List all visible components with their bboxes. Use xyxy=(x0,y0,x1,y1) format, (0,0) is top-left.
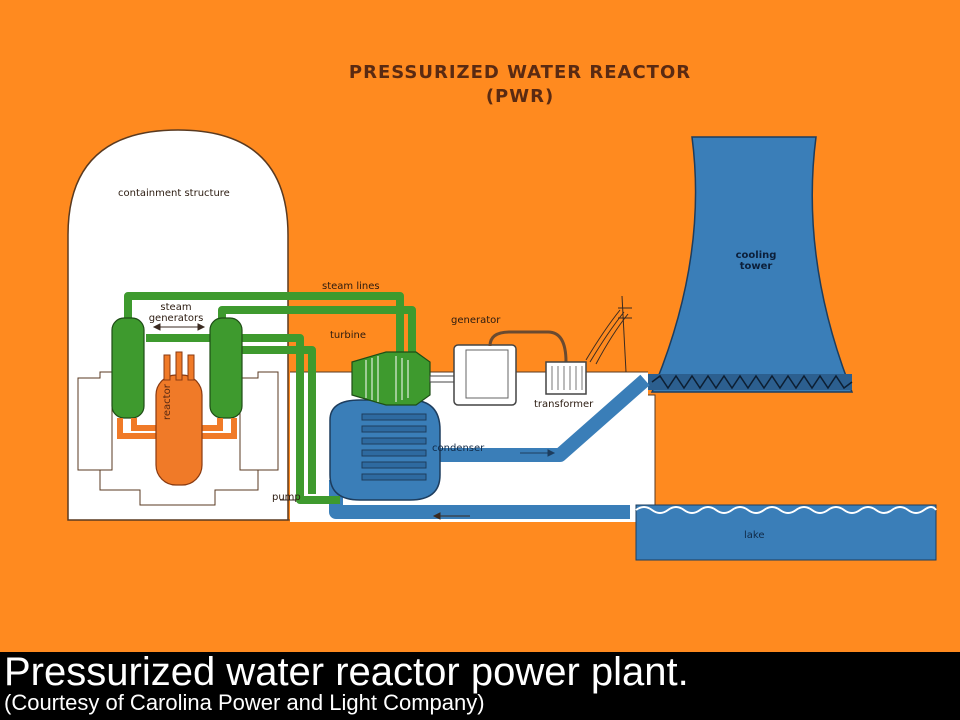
flow-arrows xyxy=(152,323,556,520)
generator-cables xyxy=(488,330,568,363)
turbine-blades xyxy=(365,356,409,402)
label-reactor: reactor xyxy=(162,384,173,420)
primary-pipe-left-2 xyxy=(131,418,158,431)
condenser-tubes xyxy=(361,413,427,481)
reactor-shield-wall xyxy=(77,371,113,471)
steam-generator-right xyxy=(209,317,243,419)
reactor-pit xyxy=(99,470,259,506)
label-cooling-tower: cooling tower xyxy=(735,250,777,272)
cooling-tower-fill-zigzag xyxy=(651,374,853,390)
caption-credit: (Courtesy of Carolina Power and Light Co… xyxy=(4,690,485,715)
label-lake: lake xyxy=(744,530,765,541)
label-steam-generators: steam generators xyxy=(148,302,204,324)
control-rods xyxy=(163,351,195,381)
caption-main: Pressurized water reactor power plant. xyxy=(4,650,689,694)
primary-pipe-right xyxy=(200,418,237,439)
primary-loop xyxy=(117,418,237,439)
lake xyxy=(635,504,937,561)
label-turbine: turbine xyxy=(330,330,366,341)
primary-pipe-left xyxy=(117,418,158,439)
turbine-shaft xyxy=(429,375,455,383)
label-condenser: condenser xyxy=(432,443,485,454)
label-generator: generator xyxy=(451,315,501,326)
cooling-tower xyxy=(650,136,854,393)
diagram-subtitle: (PWR) xyxy=(485,86,555,107)
label-pump: pump xyxy=(272,492,301,503)
diagram-title: PRESSURIZED WATER REACTOR xyxy=(348,62,692,83)
cooling-tower-base xyxy=(648,374,852,390)
label-transformer: transformer xyxy=(534,399,594,410)
feedwater-line-2 xyxy=(240,346,316,494)
turbine xyxy=(351,351,431,406)
transformer-fins xyxy=(551,366,583,390)
primary-pipe-right-2 xyxy=(200,418,223,431)
diagram-area: PRESSURIZED WATER REACTOR (PWR) containm… xyxy=(0,0,960,652)
steam-generator-left xyxy=(111,317,145,419)
caption-bar: Pressurized water reactor power plant. (… xyxy=(0,650,960,720)
label-containment-structure: containment structure xyxy=(118,188,230,199)
lake-waves xyxy=(635,506,937,514)
generator-panel xyxy=(465,349,509,399)
label-steam-lines: steam lines xyxy=(322,281,380,292)
transformer xyxy=(545,361,587,395)
power-pylon xyxy=(585,295,632,373)
cooling-water-pipe-to-tower xyxy=(420,374,650,462)
pwr-diagram xyxy=(67,129,937,561)
